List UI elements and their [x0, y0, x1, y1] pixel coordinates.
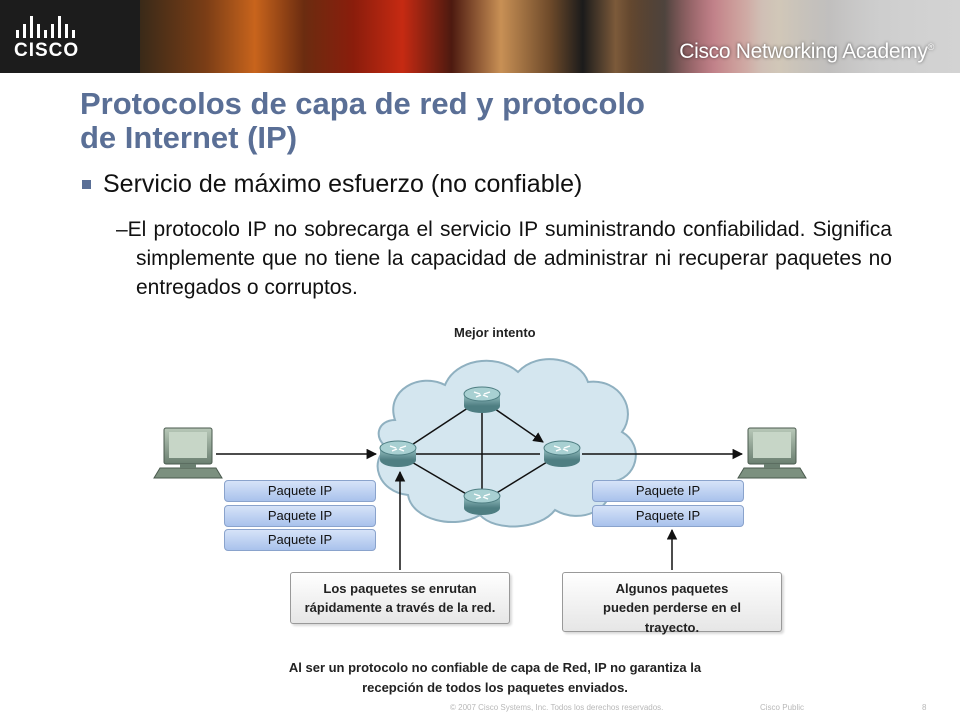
destination-computer-icon: [737, 427, 807, 479]
cisco-logo: CISCO: [14, 12, 94, 61]
title-line-1: Protocolos de capa de red y protocolo: [80, 86, 645, 121]
router-top-icon: [463, 386, 501, 413]
network-diagram-svg: [153, 358, 807, 570]
bullet-square-icon: [82, 180, 91, 189]
source-computer-icon: [153, 427, 223, 479]
footer-classification: Cisco Public: [760, 703, 805, 712]
best-effort-diagram: Mejor intento Paquete IP Paquete IP Paqu…: [150, 320, 840, 700]
callout-routing: Los paquetes se enrutan rápidamente a tr…: [290, 572, 510, 624]
header-banner: CISCO Cisco Networking Academy®: [0, 0, 960, 73]
packet-right-1: Paquete IP: [592, 480, 744, 502]
callout-packet-loss: Algunos paquetes pueden perderse en el: [562, 572, 782, 632]
packet-left-3: Paquete IP: [224, 529, 376, 551]
sub-bullet-text: –El protocolo IP no sobrecarga el servic…: [116, 218, 892, 299]
packet-left-2: Paquete IP: [224, 505, 376, 527]
diagram-caption: Al ser un protocolo no confiable de capa…: [288, 660, 702, 695]
academy-name: Cisco Networking Academy®: [679, 40, 934, 63]
cisco-bars-icon: [16, 16, 75, 38]
callout-packet-loss-tail: trayecto.: [644, 620, 700, 635]
slide-title: Protocolos de capa de red y protocolo de…: [80, 87, 840, 155]
bullet-point: Servicio de máximo esfuerzo (no confiabl…: [82, 170, 582, 199]
router-right-icon: [543, 440, 581, 467]
bullet-text: Servicio de máximo esfuerzo (no confiabl…: [103, 170, 583, 198]
banner-fade: [630, 0, 960, 73]
footer-page-number: 8: [922, 703, 927, 712]
title-line-2: de Internet (IP): [80, 120, 298, 155]
packet-left-1: Paquete IP: [224, 480, 376, 502]
cisco-wordmark: CISCO: [14, 40, 80, 61]
footer-copyright: © 2007 Cisco Systems, Inc. Todos los der…: [450, 703, 664, 712]
host-arrows: [216, 448, 744, 570]
router-bottom-icon: [463, 488, 501, 515]
router-left-icon: [379, 440, 417, 467]
packet-right-2: Paquete IP: [592, 505, 744, 527]
diagram-title: Mejor intento: [454, 325, 536, 340]
